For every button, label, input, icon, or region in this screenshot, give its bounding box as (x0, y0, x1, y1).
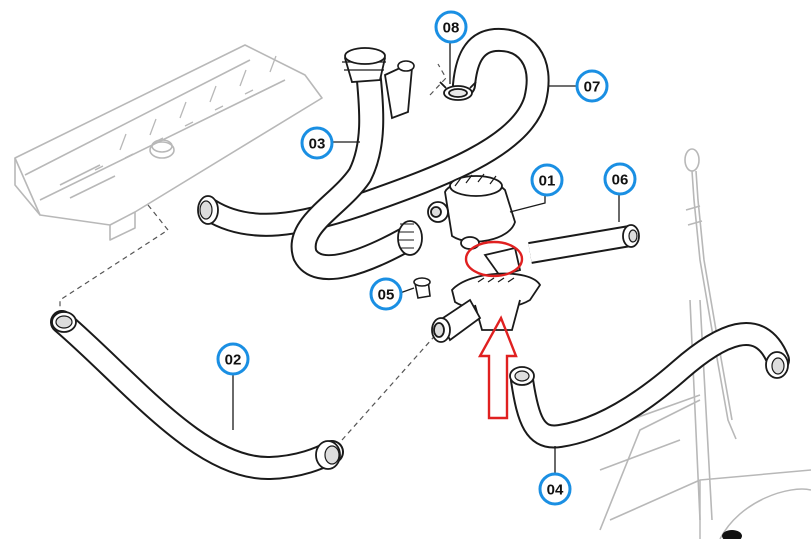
hose-03 (290, 47, 423, 281)
dipstick-ghost (599, 148, 737, 531)
callout-07: 07 (575, 69, 609, 103)
callout-04: 04 (538, 472, 572, 506)
hose-02 (50, 310, 344, 481)
highlight-arrow (477, 315, 518, 420)
callout-01-ring (530, 163, 564, 197)
valve-cover-ghost (14, 44, 323, 241)
connection-lines (59, 63, 601, 441)
highlight-annotation (464, 240, 524, 420)
housing-ghost (699, 469, 811, 539)
callout-05-label: 05 (378, 287, 395, 304)
tube-06 (528, 224, 640, 264)
callout-02-label: 02 (225, 352, 242, 369)
hose-04 (509, 322, 790, 449)
highlight-circle (464, 240, 524, 278)
fitting-dot (722, 530, 742, 539)
callout-04-ring (538, 472, 572, 506)
callout-01-label: 01 (539, 173, 556, 190)
callout-08: 08 (434, 10, 468, 44)
callout-08-label: 08 (443, 20, 460, 37)
callout-03-ring (300, 126, 334, 160)
valve-01 (427, 173, 542, 331)
callout-06-label: 06 (612, 172, 629, 189)
callout-04-label: 04 (547, 482, 564, 499)
callout-03: 03 (300, 126, 334, 160)
callout-08-ring (434, 10, 468, 44)
bolt-05 (413, 277, 431, 299)
callout-05-ring (369, 277, 403, 311)
callout-07-ring (575, 69, 609, 103)
callout-06: 06 (603, 162, 637, 196)
callout-06-ring (603, 162, 637, 196)
callout-07-label: 07 (584, 79, 601, 96)
callout-02-ring (216, 342, 250, 376)
callout-05: 05 (369, 277, 403, 311)
fitting-elbow (431, 298, 482, 343)
callout-02: 02 (216, 342, 250, 376)
clamp-08 (439, 81, 477, 101)
callout-01: 01 (530, 163, 564, 197)
callout-03-label: 03 (309, 136, 326, 153)
